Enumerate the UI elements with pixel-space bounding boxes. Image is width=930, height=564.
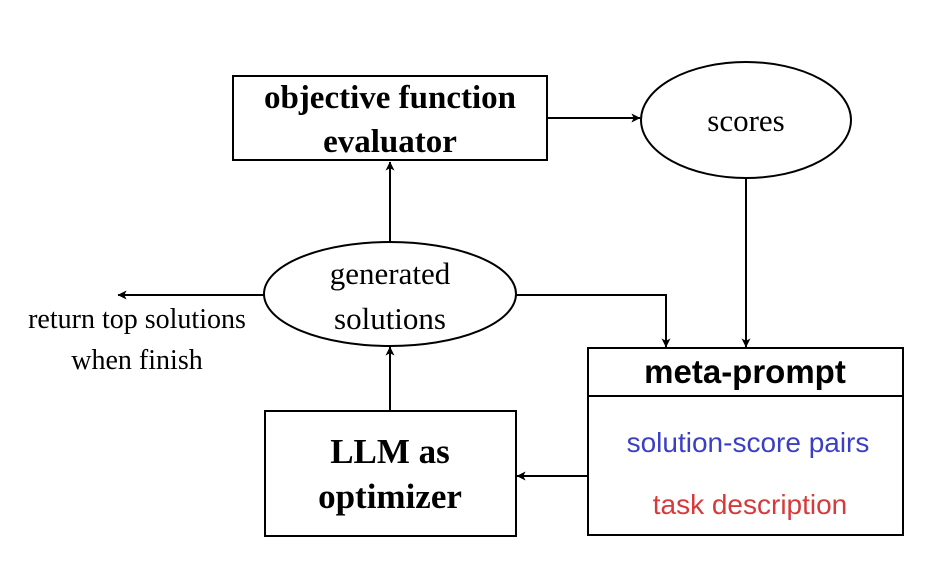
- meta-prompt-node: meta-prompt solution-score pairs task de…: [587, 347, 904, 536]
- generated-solutions-label-line2: solutions: [334, 301, 446, 336]
- llm-optimizer-node: LLM as optimizer: [264, 410, 517, 537]
- llm-optimizer-label-line1: LLM as: [330, 432, 450, 471]
- meta-prompt-title: meta-prompt: [644, 353, 846, 390]
- scores-label: scores: [707, 103, 784, 138]
- edge-generated-to-meta-prompt: [516, 294, 671, 348]
- meta-prompt-solution-score-pairs: solution-score pairs: [627, 427, 870, 458]
- meta-prompt-task-description: task description: [653, 489, 848, 520]
- return-note-line2: when finish: [71, 345, 202, 376]
- scores-node: scores: [640, 61, 852, 179]
- llm-optimizer-box: [264, 410, 517, 537]
- llm-optimizer-label-line2: optimizer: [318, 477, 462, 516]
- evaluator-label-line2: evaluator: [323, 124, 457, 160]
- generated-solutions-node: generated solutions: [263, 241, 517, 347]
- generated-solutions-label-line1: generated: [330, 256, 451, 291]
- evaluator-box: [232, 75, 548, 161]
- return-note-line1: return top solutions: [28, 304, 246, 335]
- objective-function-evaluator-node: objective function evaluator: [232, 75, 548, 161]
- evaluator-label-line1: objective function: [264, 80, 516, 116]
- meta-prompt-box: [587, 347, 904, 536]
- return-note: return top solutions when finish: [28, 304, 246, 376]
